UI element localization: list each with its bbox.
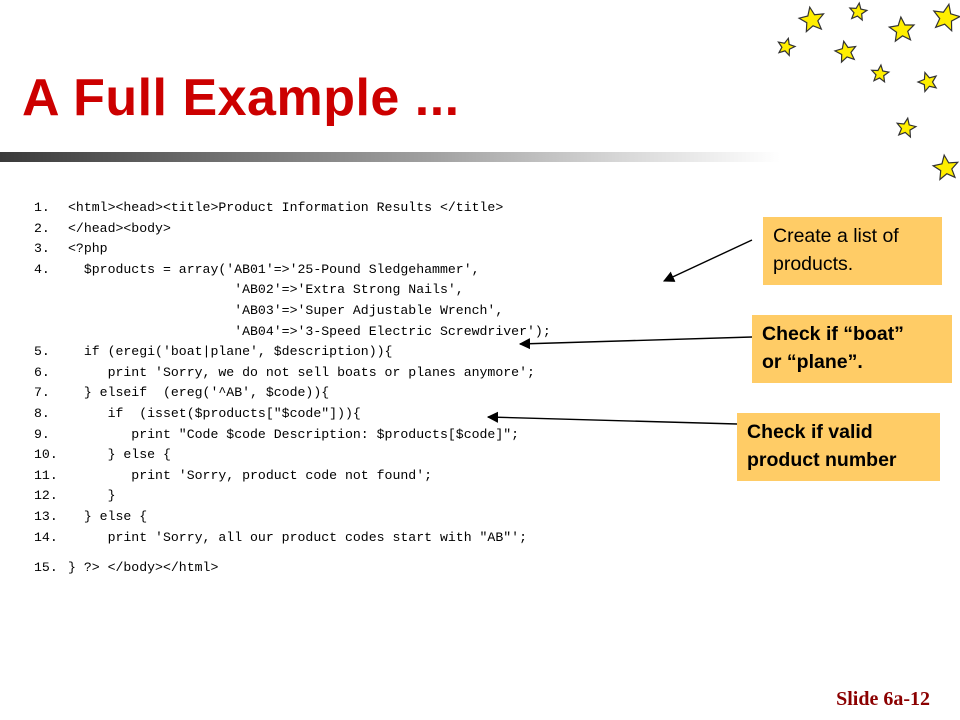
line-number: 1. (34, 200, 50, 215)
code-line: 'AB02'=>'Extra Strong Nails', (34, 280, 551, 301)
code-text: print 'Sorry, we do not sell boats or pl… (68, 364, 535, 380)
star-icon (848, 1, 869, 22)
callout-line: Check if “boat” (762, 323, 904, 345)
callout-check-boat-plane: Check if “boat” or “plane”. (752, 315, 952, 383)
code-line: 9. print "Code $code Description: $produ… (34, 425, 551, 446)
line-number: 13. (34, 508, 58, 524)
code-listing: 1. <html><head><title>Product Information… (34, 198, 551, 579)
star-icon (777, 36, 797, 57)
line-number: 6. (34, 364, 50, 380)
code-text: </head><body> (68, 220, 171, 236)
line-number: 2. (34, 220, 50, 236)
callout-line: product number (747, 449, 897, 471)
line-number: 4. (34, 261, 50, 277)
line-number: 10. (34, 447, 58, 463)
star-icon (833, 39, 857, 64)
line-number: 15. (34, 560, 58, 576)
star-icon (932, 2, 960, 33)
callout-line: Check if valid (747, 421, 873, 443)
line-number: 7. (34, 385, 50, 401)
star-icon (916, 70, 938, 94)
code-line: 15. } ?> </body></html> (34, 558, 551, 579)
slide-title: A Full Example ... (22, 69, 460, 127)
code-text: <?php (68, 241, 108, 257)
code-line: 'AB04'=>'3-Speed Electric Screwdriver'); (34, 322, 551, 343)
code-text: 'AB02'=>'Extra Strong Nails', (68, 282, 464, 298)
star-icon (931, 153, 960, 181)
callout-line: products. (773, 253, 854, 275)
arrow-to-eregi-line (518, 336, 753, 350)
code-text: 'AB04'=>'3-Speed Electric Screwdriver'); (68, 323, 551, 339)
code-line: 2. </head><body> (34, 219, 551, 240)
code-line: 4. $products = array('AB01'=>'25-Pound S… (34, 260, 551, 281)
code-text: } else { (68, 447, 171, 463)
code-text: if (isset($products["$code"])){ (68, 405, 361, 421)
code-text: } (68, 488, 116, 504)
code-text: } else { (68, 508, 148, 524)
code-text: } elseif (ereg('^AB', $code)){ (68, 385, 330, 401)
code-line: 11. print 'Sorry, product code not found… (34, 466, 551, 487)
line-number: 8. (34, 405, 50, 421)
title-underline-bar (0, 152, 780, 162)
code-text: print "Code $code Description: $products… (68, 426, 520, 442)
star-icon (870, 63, 891, 84)
callout-line: Create a list of (773, 225, 899, 247)
code-text: print 'Sorry, all our product codes star… (68, 529, 527, 545)
code-line: 13. } else { (34, 507, 551, 528)
code-text: 'AB03'=>'Super Adjustable Wrench', (68, 302, 504, 318)
star-icon (797, 5, 825, 34)
code-text: if (eregi('boat|plane', $description)){ (68, 344, 393, 360)
code-line: 1. <html><head><title>Product Information… (34, 198, 551, 219)
code-line: 8. if (isset($products["$code"])){ (34, 404, 551, 425)
code-text: <html><head><title>Product Information R… (68, 200, 504, 215)
arrow-to-products-array (662, 239, 753, 282)
code-text: $products = array('AB01'=>'25-Pound Sled… (68, 261, 480, 277)
star-icon (887, 15, 916, 43)
code-text: } ?> </body></html> (68, 560, 219, 576)
code-line: 10. } else { (34, 445, 551, 466)
callout-line: or “plane”. (762, 351, 863, 373)
code-text: print 'Sorry, product code not found'; (68, 467, 433, 483)
code-line: 5. if (eregi('boat|plane', $description)… (34, 342, 551, 363)
star-icon (895, 116, 918, 139)
code-line: 'AB03'=>'Super Adjustable Wrench', (34, 301, 551, 322)
callout-create-list: Create a list of products. (763, 217, 942, 285)
line-number: 9. (34, 426, 50, 442)
code-line: 3. <?php (34, 239, 551, 260)
code-line: 7. } elseif (ereg('^AB', $code)){ (34, 383, 551, 404)
code-line: 14. print 'Sorry, all our product codes … (34, 528, 551, 549)
slide-number: Slide 6a-12 (836, 688, 930, 710)
line-number: 11. (34, 467, 58, 483)
line-number: 3. (34, 241, 50, 257)
code-line: 12. } (34, 486, 551, 507)
line-number: 5. (34, 344, 50, 360)
code-line: 6. print 'Sorry, we do not sell boats or… (34, 363, 551, 384)
callout-check-valid-product: Check if valid product number (737, 413, 940, 481)
line-number: 14. (34, 529, 58, 545)
line-number: 12. (34, 488, 58, 504)
